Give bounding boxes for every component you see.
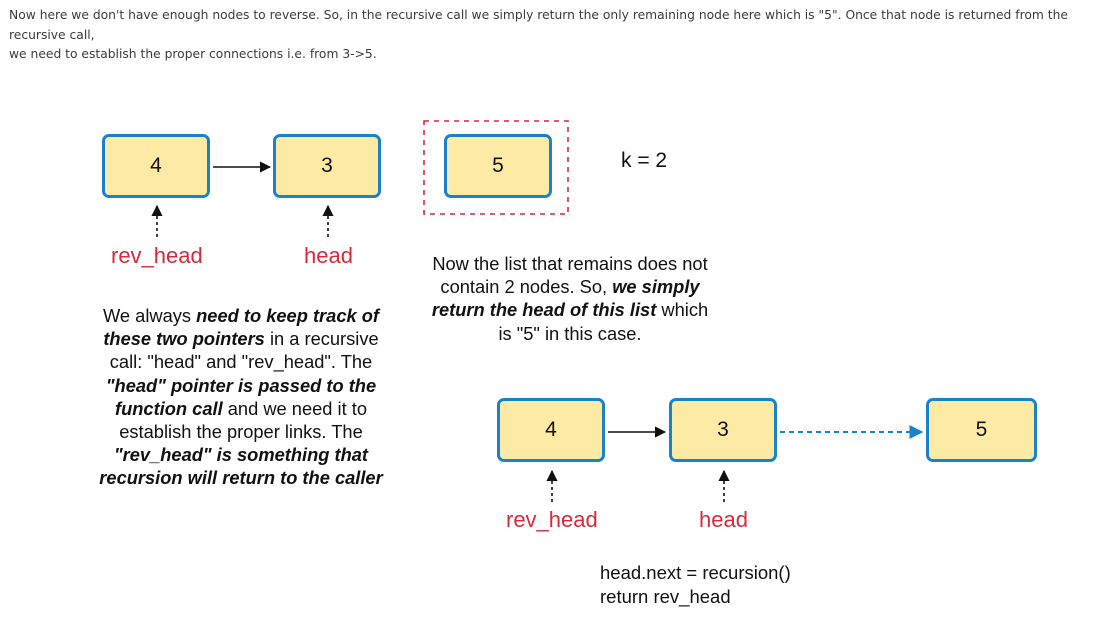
intro-line-2: we need to establish the proper connecti… [9, 47, 377, 61]
k-value: k = 2 [621, 149, 668, 172]
middle-note-line-3a: return the head of this list [431, 299, 657, 321]
bottom-head-label: head [699, 507, 748, 532]
top-dashed-box [423, 120, 569, 215]
top-node-3: 3 [273, 134, 381, 198]
middle-note-line-2b: we simply [612, 276, 700, 298]
bottom-node-3: 3 [669, 398, 777, 462]
left-note-line-5b: and we need it to [222, 397, 367, 419]
left-note-line-6: establish the proper links. The [119, 421, 363, 443]
bottom-rev-head-label: rev_head [506, 507, 598, 532]
code-snippet: head.next = recursion() return rev_head [600, 561, 791, 608]
middle-note-line-1: Now the list that remains does not [432, 253, 708, 274]
top-rev-head-label: rev_head [111, 243, 203, 268]
left-note-line-2a: these two pointers [103, 328, 265, 350]
top-node-5: 5 [444, 134, 552, 198]
left-note-line-8: recursion will return to the caller [99, 467, 383, 489]
left-note-line-7: "rev_head" is something that [113, 444, 369, 466]
left-note-line-2b: in a recursive [264, 328, 379, 350]
bottom-node-5: 5 [926, 398, 1037, 462]
code-line-2: return rev_head [600, 585, 731, 607]
top-node-4: 4 [102, 134, 210, 198]
intro-line-1: Now here we don't have enough nodes to r… [9, 8, 1068, 42]
middle-note-line-4: is "5" in this case. [498, 322, 642, 344]
intro-text: Now here we don't have enough nodes to r… [9, 6, 1099, 65]
code-line-1: head.next = recursion() [600, 562, 791, 583]
left-note-line-3: call: "head" and "rev_head". The [109, 351, 373, 373]
left-note-line-1b: need to keep track of [196, 305, 379, 326]
bottom-node-4: 4 [497, 398, 605, 462]
left-note-line-5a: function call [115, 397, 223, 419]
top-head-label: head [304, 243, 353, 268]
middle-note: Now the list that remains does not conta… [415, 252, 725, 345]
left-note-line-1a: We always [102, 305, 197, 326]
left-note-line-4: "head" pointer is passed to the [105, 374, 377, 396]
left-note: We always need to keep track of these tw… [82, 304, 400, 490]
middle-note-line-2a: contain 2 nodes. So, [440, 276, 613, 298]
middle-note-line-3b: which [656, 299, 709, 321]
